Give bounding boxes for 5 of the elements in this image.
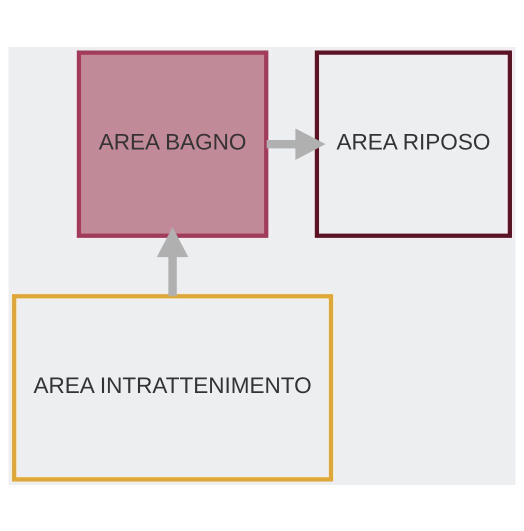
arrow: [266, 128, 326, 160]
node-box: AREA INTRATTENIMENTO: [12, 294, 334, 481]
node-box: AREA BAGNO: [76, 50, 268, 238]
arrow: [156, 226, 188, 296]
node-box: AREA RIPOSO: [314, 50, 512, 238]
